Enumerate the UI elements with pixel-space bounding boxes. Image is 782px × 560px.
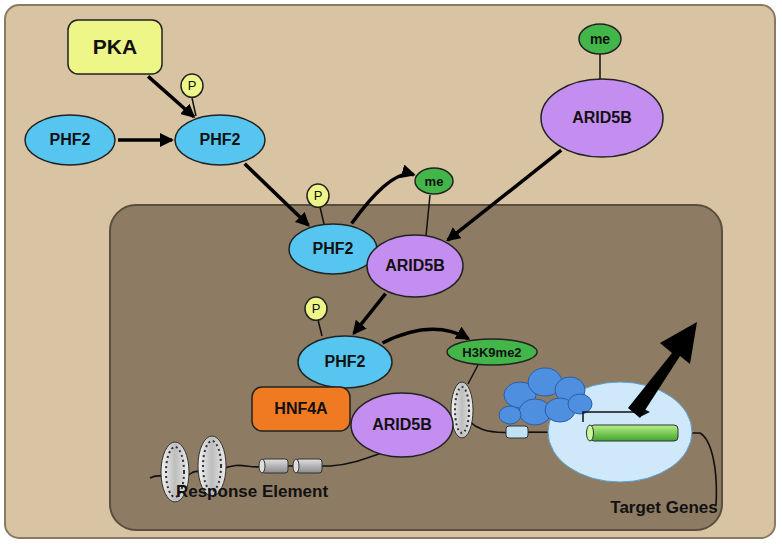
node-label: P xyxy=(312,301,321,316)
protein-ellipse: me xyxy=(414,167,454,195)
promoter-cylinder xyxy=(506,426,528,438)
protein-ellipse: P xyxy=(180,73,204,98)
process-arrow xyxy=(354,294,386,334)
phospho-tail xyxy=(320,207,324,224)
node-label: ARID5B xyxy=(572,109,632,127)
node-label: ARID5B xyxy=(372,416,432,434)
node-label: PHF2 xyxy=(325,353,366,371)
protein-ellipse: ARID5B xyxy=(366,234,464,298)
protein-box: PKA xyxy=(67,19,163,75)
node-label: PHF2 xyxy=(50,131,91,149)
protein-ellipse: me xyxy=(578,23,622,55)
methyl-tail xyxy=(599,54,601,80)
histone-tail xyxy=(468,365,478,384)
region-label: Target Genes xyxy=(610,498,717,518)
response-element-site xyxy=(259,459,322,473)
methyl-tail xyxy=(426,195,430,236)
process-arrow xyxy=(245,164,309,225)
protein-ellipse: P xyxy=(306,183,330,208)
cell-body xyxy=(5,5,775,538)
protein-ellipse: ARID5B xyxy=(540,78,664,158)
node-label: H3K9me2 xyxy=(462,345,521,360)
region-label: Response Element xyxy=(176,482,328,502)
process-arrow xyxy=(448,150,562,240)
process-arrow xyxy=(118,138,172,142)
protein-ellipse: PHF2 xyxy=(288,223,378,275)
protein-ellipse: PHF2 xyxy=(297,335,393,389)
nucleus xyxy=(110,205,722,530)
node-label: P xyxy=(314,188,323,203)
phospho-tail xyxy=(318,320,322,336)
protein-ellipse: ARID5B xyxy=(350,392,454,458)
protein-ellipse: H3K9me2 xyxy=(446,338,538,366)
node-label: me xyxy=(425,174,444,189)
node-label: PHF2 xyxy=(200,131,241,149)
node-label: ARID5B xyxy=(385,257,445,275)
node-label: P xyxy=(188,78,197,93)
gene-cylinder xyxy=(587,425,679,441)
protein-ellipse: PHF2 xyxy=(24,114,116,166)
nucleosome xyxy=(451,382,473,438)
node-label: HNF4A xyxy=(274,400,327,418)
node-label: me xyxy=(590,31,610,47)
process-arrow xyxy=(352,174,414,223)
transcription-start-arrow xyxy=(583,412,640,422)
protein-ellipse: PHF2 xyxy=(174,114,266,166)
protein-ellipse: P xyxy=(304,296,328,321)
process-arrow xyxy=(382,329,468,343)
node-label: PKA xyxy=(93,35,137,59)
transcription-machinery xyxy=(499,368,592,425)
activation-arrow xyxy=(628,322,697,418)
node-label: PHF2 xyxy=(313,240,354,258)
protein-box: HNF4A xyxy=(251,386,351,432)
phospho-tail xyxy=(192,98,196,116)
